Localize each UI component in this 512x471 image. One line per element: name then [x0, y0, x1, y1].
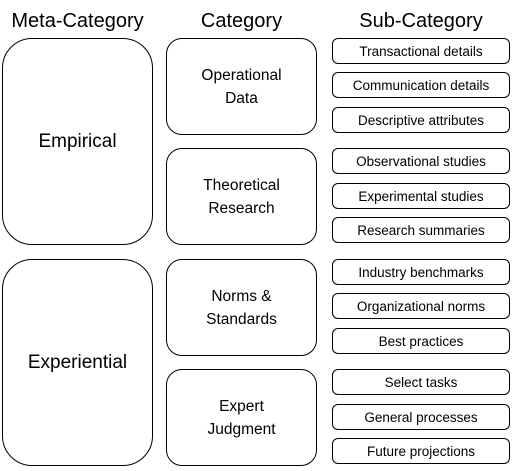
category-operational-data: Operational Data: [166, 38, 317, 135]
subcategory-industry-benchmarks: Industry benchmarks: [332, 259, 510, 285]
subcategory-select-tasks: Select tasks: [332, 369, 510, 395]
category-label-line1: Theoretical: [203, 176, 280, 194]
subcategory-descriptive-attributes: Descriptive attributes: [332, 107, 510, 133]
category-label-line2: Research: [208, 199, 275, 217]
category-label-line2: Standards: [206, 310, 277, 328]
meta-category-label: Experiential: [27, 351, 128, 373]
header-meta-category: Meta-Category: [11, 10, 144, 32]
category-label-line2: Data: [225, 89, 258, 107]
subcategory-communication-details: Communication details: [332, 72, 510, 98]
meta-category-experiential: Experiential: [2, 259, 153, 466]
header-category: Category: [200, 10, 283, 32]
subcategory-best-practices: Best practices: [332, 328, 510, 354]
subcategory-research-summaries: Research summaries: [332, 217, 510, 243]
subcategory-organizational-norms: Organizational norms: [332, 293, 510, 319]
subcategory-observational-studies: Observational studies: [332, 148, 510, 174]
subcategory-experimental-studies: Experimental studies: [332, 183, 510, 209]
subcategory-transactional-details: Transactional details: [332, 38, 510, 64]
category-label-line1: Operational: [201, 66, 282, 84]
category-label-line1: Expert: [219, 397, 264, 415]
category-norms-standards: Norms & Standards: [166, 259, 317, 356]
category-label-line2: Judgment: [207, 420, 276, 438]
header-sub-category: Sub-Category: [359, 10, 483, 32]
category-theoretical-research: Theoretical Research: [166, 148, 317, 245]
category-label-line1: Norms &: [211, 287, 272, 305]
subcategory-future-projections: Future projections: [332, 438, 510, 464]
meta-category-empirical: Empirical: [2, 38, 153, 245]
subcategory-general-processes: General processes: [332, 404, 510, 430]
category-expert-judgment: Expert Judgment: [166, 369, 317, 466]
meta-category-label: Empirical: [38, 130, 117, 152]
